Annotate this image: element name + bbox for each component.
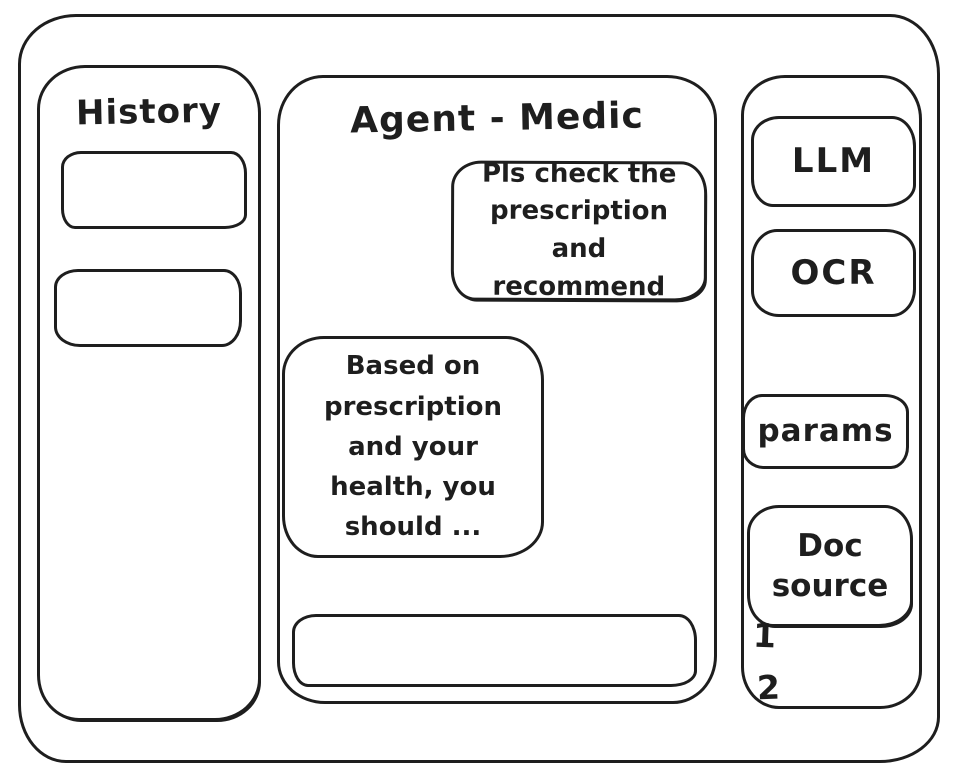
chat-title: Agent - Medic xyxy=(349,95,645,142)
history-item[interactable] xyxy=(61,151,247,229)
history-item[interactable] xyxy=(54,269,242,347)
history-title: History xyxy=(75,90,223,134)
params-button[interactable]: params xyxy=(742,394,909,469)
llm-button[interactable]: LLM xyxy=(751,116,916,207)
doc-source-item-1[interactable]: 1 xyxy=(752,615,777,656)
assistant-message-bubble: Based on prescription and your health, y… xyxy=(282,336,544,558)
doc-source-button[interactable]: Doc source xyxy=(747,505,913,627)
user-message-bubble: Pls check the prescription and recommend xyxy=(450,158,708,302)
chat-input[interactable] xyxy=(292,614,697,687)
tools-panel: LLM OCR params Doc source 1 2 xyxy=(741,75,922,709)
user-message-text: Pls check the prescription and recommend xyxy=(481,158,677,302)
history-panel: History xyxy=(37,65,261,721)
assistant-message-text: Based on prescription and your health, y… xyxy=(323,351,502,543)
doc-source-item-2[interactable]: 2 xyxy=(756,667,781,708)
chat-panel: Agent - Medic Pls check the prescription… xyxy=(277,75,717,704)
ocr-button[interactable]: OCR xyxy=(751,229,916,317)
window-frame: History Agent - Medic Pls check the pres… xyxy=(18,14,940,763)
